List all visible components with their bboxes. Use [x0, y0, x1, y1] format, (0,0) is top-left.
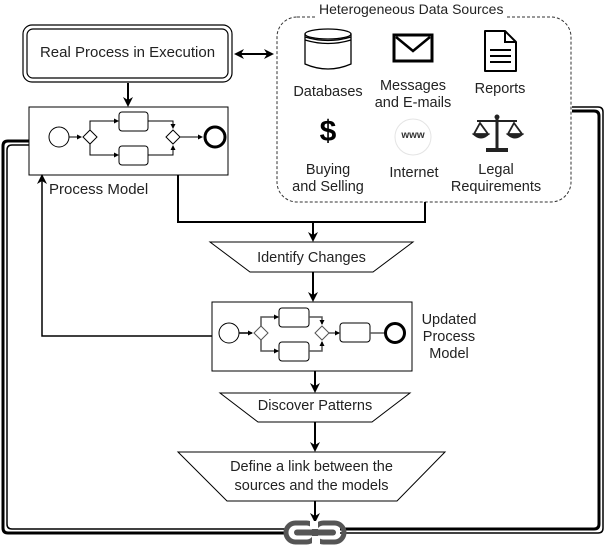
source-databases-label: Databases: [293, 84, 363, 100]
www-icon-text: www: [401, 130, 425, 141]
real-process-label: Real Process in Execution: [39, 44, 216, 61]
define-link-line-2: sources and the models: [234, 478, 389, 494]
define-link-label: Define a link between the sources and th…: [178, 458, 445, 496]
chain-link-icon: [283, 520, 347, 545]
database-icon: [304, 28, 352, 70]
source-messages-line-2: and E-mails: [374, 95, 452, 111]
source-legal-line-1: Legal: [478, 162, 514, 178]
source-buying-line-1: Buying: [305, 162, 351, 178]
feedback-loop-connector: [1, 106, 604, 535]
merge-connector: [177, 175, 426, 223]
source-internet-label: Internet: [389, 165, 439, 181]
source-buying-line-2: and Selling: [292, 179, 364, 195]
real-process-box[interactable]: [22, 24, 233, 83]
document-icon: [484, 30, 517, 72]
updated-process-model-box[interactable]: [211, 301, 413, 372]
updated-model-label: Updated Process Model: [414, 312, 484, 363]
define-link-line-1: Define a link between the: [230, 459, 393, 475]
envelope-icon: [392, 33, 434, 63]
identify-changes-label: Identify Changes: [257, 250, 366, 266]
process-model-box[interactable]: [28, 106, 229, 176]
globe-www-icon: [394, 118, 432, 156]
updated-model-line-2: Process: [422, 329, 476, 345]
source-reports-label: Reports: [474, 81, 526, 97]
source-legal-line-2: Requirements: [450, 179, 542, 195]
process-model-label: Process Model: [49, 181, 149, 198]
scales-icon: [471, 114, 525, 152]
dollar-icon: $: [319, 115, 337, 148]
source-buying-label: Buying and Selling: [288, 162, 368, 196]
source-messages-label: Messages and E-mails: [368, 78, 458, 112]
feedback-arrow: [37, 174, 212, 337]
discover-patterns-label: Discover Patterns: [257, 398, 373, 414]
identify-changes-shape[interactable]: [208, 241, 415, 273]
updated-model-line-1: Updated: [421, 312, 477, 328]
discover-patterns-shape[interactable]: [218, 392, 412, 423]
source-legal-label: Legal Requirements: [446, 162, 546, 196]
source-messages-line-1: Messages: [379, 78, 447, 94]
define-link-shape[interactable]: [176, 451, 447, 502]
updated-model-line-3: Model: [429, 346, 469, 362]
data-sources-title: Heterogeneous Data Sources: [316, 1, 507, 18]
